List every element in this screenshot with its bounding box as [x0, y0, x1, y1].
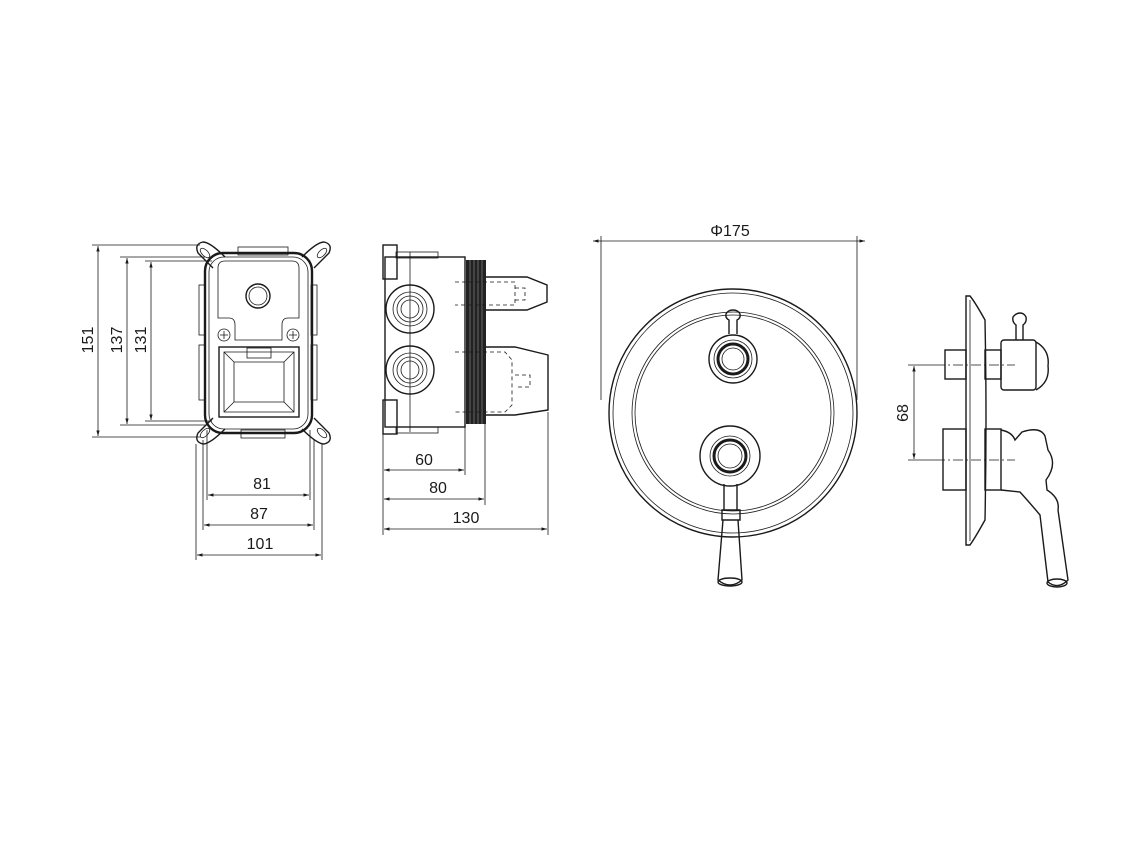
trim-diameter-dimension: Φ175 — [593, 223, 865, 400]
mixer-handle — [717, 484, 743, 586]
outlet-port — [245, 283, 271, 309]
trim-spacing-dimension: 68 — [895, 364, 935, 461]
thread-band — [466, 260, 486, 424]
box-outline — [203, 251, 314, 435]
trim-plate-side — [935, 295, 1069, 588]
dimension-label-131: 131 — [133, 327, 150, 354]
dimension-label-130: 130 — [453, 510, 480, 527]
front-view-box — [196, 241, 331, 445]
dimension-label-80: 80 — [429, 480, 447, 497]
dimension-label-81: 81 — [253, 476, 271, 493]
front-width-dimensions: 81 87 101 — [195, 430, 323, 560]
trim-plate-front — [608, 288, 858, 587]
side-depth-dimensions: 60 80 130 — [382, 412, 549, 535]
front-height-dimensions: 151 137 131 — [80, 244, 212, 438]
screw-icon — [217, 328, 231, 342]
inlet-port — [385, 345, 435, 395]
screw-icon — [286, 328, 300, 342]
inlet-port — [385, 284, 435, 334]
mixer-cartridge — [699, 425, 761, 487]
dimension-label-87: 87 — [250, 506, 268, 523]
side-view-box — [382, 244, 549, 435]
dimension-label-diameter-175: Φ175 — [710, 223, 750, 240]
diverter-side — [1000, 339, 1037, 391]
mixer-handle-side — [1000, 429, 1069, 587]
dimension-label-60: 60 — [415, 452, 433, 469]
dimension-label-101: 101 — [247, 536, 274, 553]
diverter-knob — [725, 309, 741, 334]
dimension-label-151: 151 — [80, 327, 97, 354]
mounting-lug — [196, 241, 331, 445]
dimension-label-68: 68 — [895, 404, 912, 422]
dimension-label-137: 137 — [109, 327, 126, 354]
